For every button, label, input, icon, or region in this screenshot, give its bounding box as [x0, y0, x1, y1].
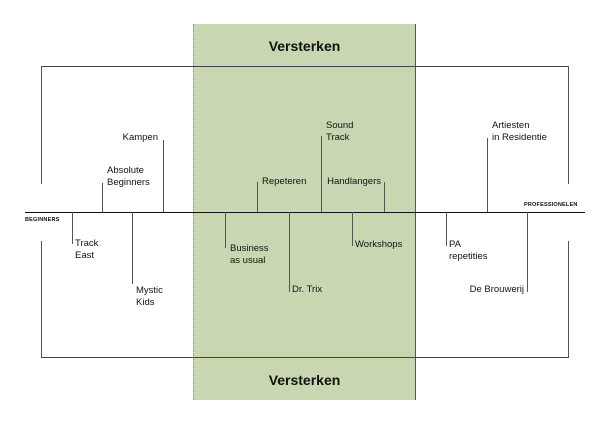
top-bracket-left: [41, 66, 42, 184]
item-kampen: Kampen: [122, 132, 158, 143]
tick: [527, 212, 528, 292]
item-dr-trix: Dr. Trix: [292, 284, 323, 295]
item-workshops: Workshops: [355, 239, 403, 250]
tick: [446, 212, 447, 246]
bottom-bracket-right: [568, 241, 569, 357]
item-handlangers: Handlangers: [327, 176, 381, 187]
tick: [384, 182, 385, 212]
tick: [487, 138, 488, 212]
item-de-brouwerij: De Brouwerij: [469, 284, 524, 295]
axis-label-beginners: BEGINNERS: [25, 217, 60, 223]
top-bracket-right: [568, 66, 569, 184]
band-title-top: Versterken: [268, 38, 341, 54]
bottom-bracket: [41, 357, 569, 358]
item-repeteren: Repeteren: [262, 176, 307, 187]
axis-line: [25, 212, 585, 213]
band-title-bottom: Versterken: [268, 372, 341, 388]
tick: [72, 212, 73, 244]
tick: [163, 140, 164, 212]
tick: [352, 212, 353, 246]
tick: [225, 212, 226, 248]
tick: [132, 212, 133, 284]
bottom-bracket-left: [41, 241, 42, 357]
axis-label-professionelen: PROFESSIONELEN: [524, 202, 578, 208]
top-bracket: [41, 66, 569, 67]
tick: [289, 212, 290, 292]
tick: [321, 136, 322, 212]
tick: [102, 183, 103, 212]
tick: [257, 182, 258, 212]
